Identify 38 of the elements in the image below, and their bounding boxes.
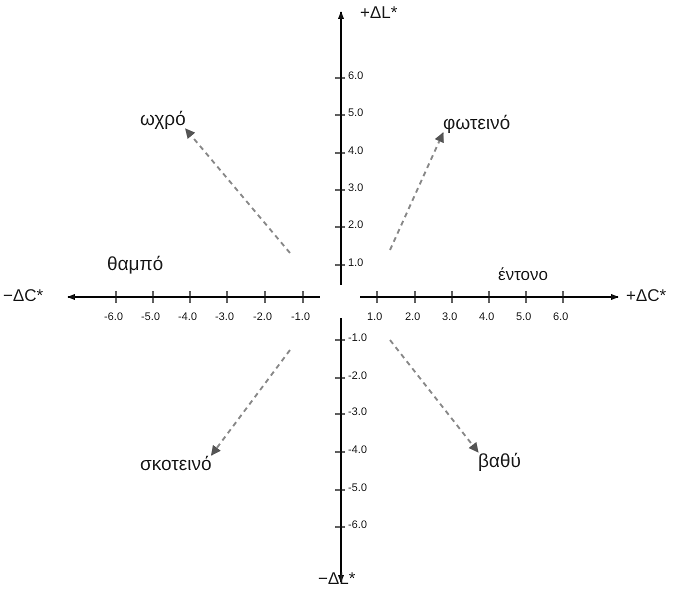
tick-label: -5.0 [141, 312, 160, 323]
tick-label: 5.0 [348, 108, 364, 119]
tick-label: -3.0 [348, 407, 367, 418]
color-term-label: φωτεινό [443, 114, 510, 133]
tick-label: 4.0 [479, 312, 494, 323]
tick-label: -5.0 [348, 483, 367, 494]
tick-label: -4.0 [178, 312, 197, 323]
color-term-label: βαθύ [478, 452, 521, 471]
axis-label: θαμπό [107, 255, 164, 274]
axis-label: +ΔC* [626, 287, 666, 304]
tick-label: 3.0 [348, 183, 364, 194]
tick-label: 4.0 [348, 146, 364, 157]
tick-label: -6.0 [104, 312, 123, 323]
arrow [389, 339, 479, 453]
tick-label: 6.0 [348, 71, 364, 82]
tick-label: -4.0 [348, 445, 367, 456]
axis-label: +ΔL* [360, 4, 398, 21]
arrow [210, 349, 291, 456]
color-term-label: ωχρό [140, 110, 186, 129]
tick-label: 6.0 [553, 312, 568, 323]
tick-label: -1.0 [348, 333, 367, 344]
tick-label: 2.0 [348, 220, 364, 231]
color-term-label: σκοτεινό [140, 455, 212, 474]
tick-label: 5.0 [516, 312, 532, 323]
tick-label: 2.0 [405, 312, 420, 323]
arrow [389, 132, 444, 250]
axis-label: −ΔL* [318, 570, 356, 587]
axis-label: έντονο [498, 266, 548, 283]
arrow [184, 128, 291, 254]
tick-label: -6.0 [348, 520, 367, 531]
tick-label: -1.0 [291, 312, 310, 323]
tick-label: -3.0 [215, 312, 234, 323]
tick-label: -2.0 [348, 371, 367, 382]
tick-label: 1.0 [367, 312, 382, 323]
axis-label: −ΔC* [3, 287, 44, 304]
tick-label: 3.0 [442, 312, 458, 323]
tick-label: -2.0 [253, 312, 272, 323]
tick-label: 1.0 [348, 258, 364, 269]
